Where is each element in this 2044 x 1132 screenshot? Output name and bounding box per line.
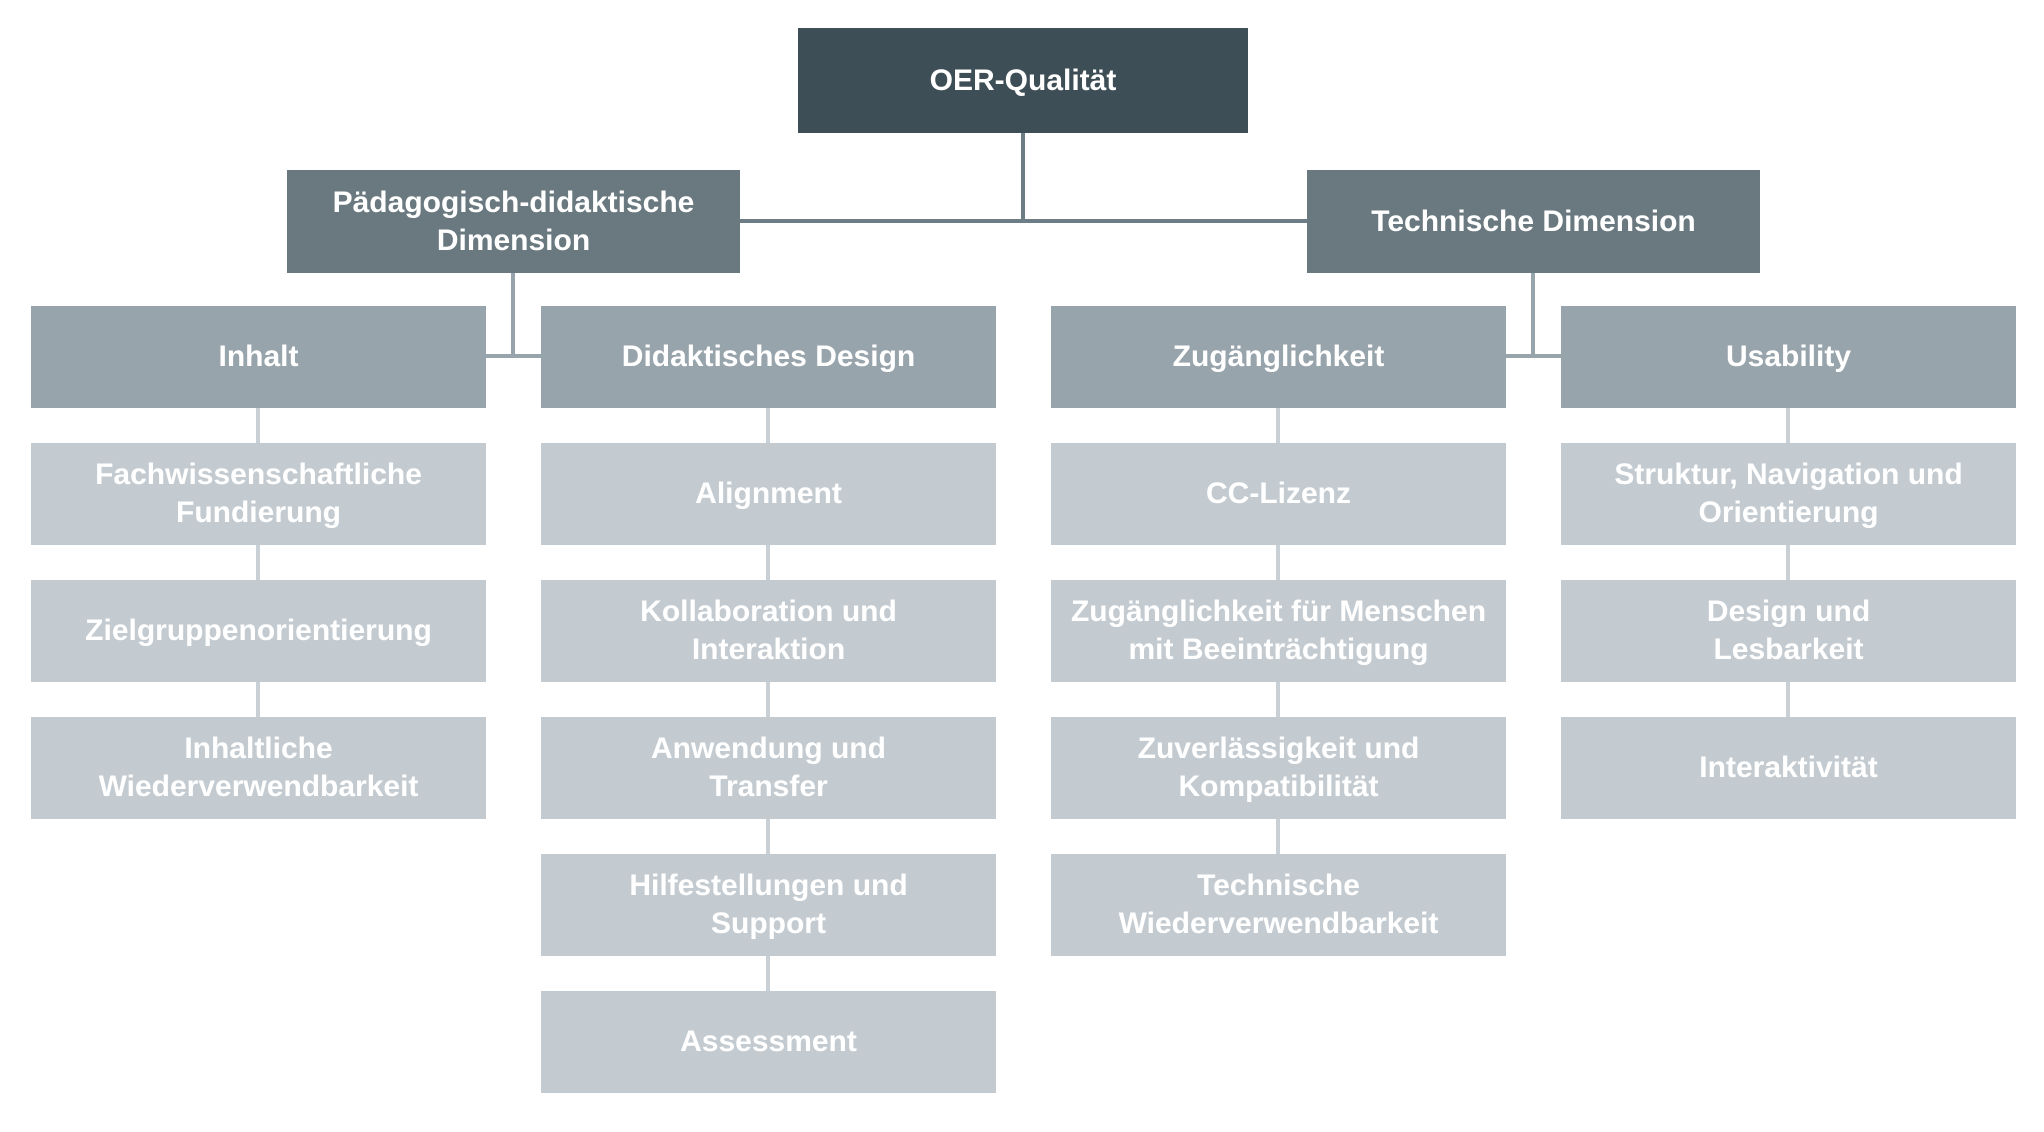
connector-col2-seg2 bbox=[766, 545, 770, 580]
connector-dimension2-vertical bbox=[1531, 273, 1535, 358]
leaf-box-technische-wiederverwendbarkeit: Technische Wiederverwendbarkeit bbox=[1051, 854, 1506, 956]
connector-col3-seg1 bbox=[1276, 408, 1280, 443]
connector-dimension1-vertical bbox=[511, 273, 515, 358]
connector-col3-seg4 bbox=[1276, 819, 1280, 854]
leaf-box-zugaenglichkeit-fuer-menschen: Zugänglichkeit für Menschen mit Beeinträ… bbox=[1051, 580, 1506, 682]
leaf-box-zielgruppenorientierung: Zielgruppenorientierung bbox=[31, 580, 486, 682]
connector-dimension1-horizontal bbox=[486, 354, 541, 358]
leaf-box-kollaboration-und-interaktion: Kollaboration und Interaktion bbox=[541, 580, 996, 682]
connector-root-horizontal bbox=[740, 219, 1307, 223]
leaf-box-fachwissenschaftliche-fundierung: Fachwissenschaftliche Fundierung bbox=[31, 443, 486, 545]
leaf-box-hilfestellungen-und-support: Hilfestellungen und Support bbox=[541, 854, 996, 956]
leaf-box-inhaltliche-wiederverwendbarkeit: Inhaltliche Wiederverwendbarkeit bbox=[31, 717, 486, 819]
header-box-inhalt: Inhalt bbox=[31, 306, 486, 408]
leaf-box-anwendung-und-transfer: Anwendung und Transfer bbox=[541, 717, 996, 819]
connector-root-vertical bbox=[1021, 133, 1025, 223]
leaf-box-cc-lizenz: CC-Lizenz bbox=[1051, 443, 1506, 545]
header-box-didaktisches-design: Didaktisches Design bbox=[541, 306, 996, 408]
connector-col1-seg3 bbox=[256, 682, 260, 717]
header-box-zugaenglichkeit: Zugänglichkeit bbox=[1051, 306, 1506, 408]
connector-col2-seg1 bbox=[766, 408, 770, 443]
leaf-box-assessment: Assessment bbox=[541, 991, 996, 1093]
connector-col4-seg2 bbox=[1786, 545, 1790, 580]
connector-col4-seg1 bbox=[1786, 408, 1790, 443]
connector-col2-seg3 bbox=[766, 682, 770, 717]
connector-col1-seg1 bbox=[256, 408, 260, 443]
dimension-box-technisch: Technische Dimension bbox=[1307, 170, 1760, 273]
leaf-box-interaktivitaet: Interaktivität bbox=[1561, 717, 2016, 819]
connector-dimension2-horizontal bbox=[1506, 354, 1561, 358]
connector-col3-seg3 bbox=[1276, 682, 1280, 717]
leaf-box-zuverlaessigkeit-und-kompatibilitaet: Zuverlässigkeit und Kompatibilität bbox=[1051, 717, 1506, 819]
connector-col1-seg2 bbox=[256, 545, 260, 580]
leaf-box-struktur-navigation-orientierung: Struktur, Navigation und Orientierung bbox=[1561, 443, 2016, 545]
leaf-box-design-und-lesbarkeit: Design und Lesbarkeit bbox=[1561, 580, 2016, 682]
root-box: OER-Qualität bbox=[798, 28, 1248, 133]
connector-col2-seg4 bbox=[766, 819, 770, 854]
connector-col4-seg3 bbox=[1786, 682, 1790, 717]
connector-col2-seg5 bbox=[766, 956, 770, 991]
leaf-box-alignment: Alignment bbox=[541, 443, 996, 545]
header-box-usability: Usability bbox=[1561, 306, 2016, 408]
dimension-box-paedagogisch-didaktisch: Pädagogisch-didaktische Dimension bbox=[287, 170, 740, 273]
connector-col3-seg2 bbox=[1276, 545, 1280, 580]
